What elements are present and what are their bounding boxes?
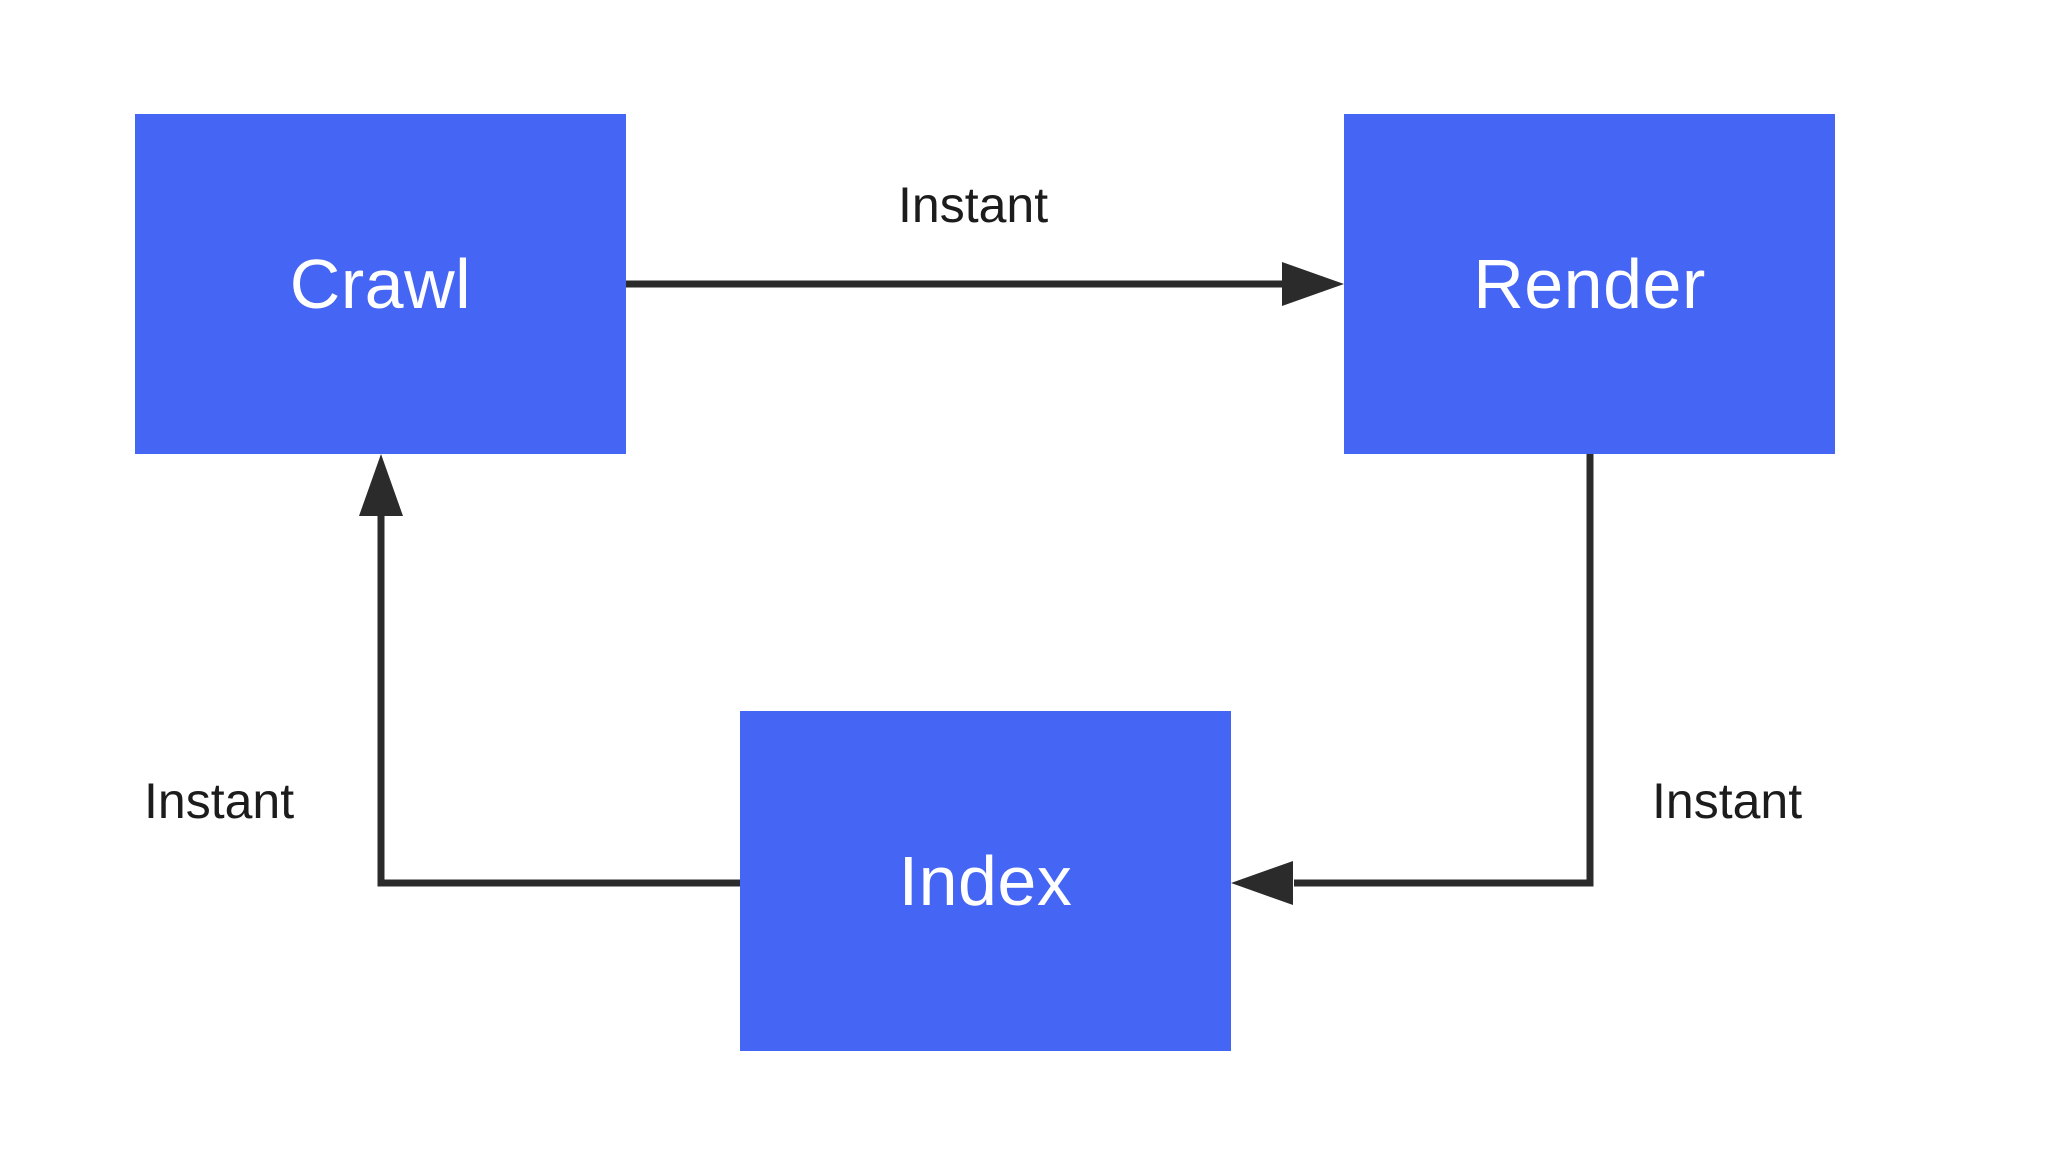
crawl-node: Crawl [135, 114, 626, 454]
index-node-label: Index [898, 842, 1073, 920]
arrowhead-index [1231, 861, 1293, 905]
render-node-label: Render [1473, 245, 1706, 323]
index-node: Index [740, 711, 1231, 1051]
edge-render-to-index [1294, 454, 1594, 887]
edge-index-to-crawl [377, 512, 740, 887]
render-node: Render [1344, 114, 1835, 454]
crawl-node-label: Crawl [289, 245, 472, 323]
edge-label-index-crawl: Instant [144, 773, 295, 829]
edge-label-crawl-render: Instant [898, 177, 1049, 233]
arrowhead-crawl [359, 454, 403, 516]
arrowhead-render [1282, 262, 1344, 306]
edge-label-render-index: Instant [1652, 773, 1803, 829]
